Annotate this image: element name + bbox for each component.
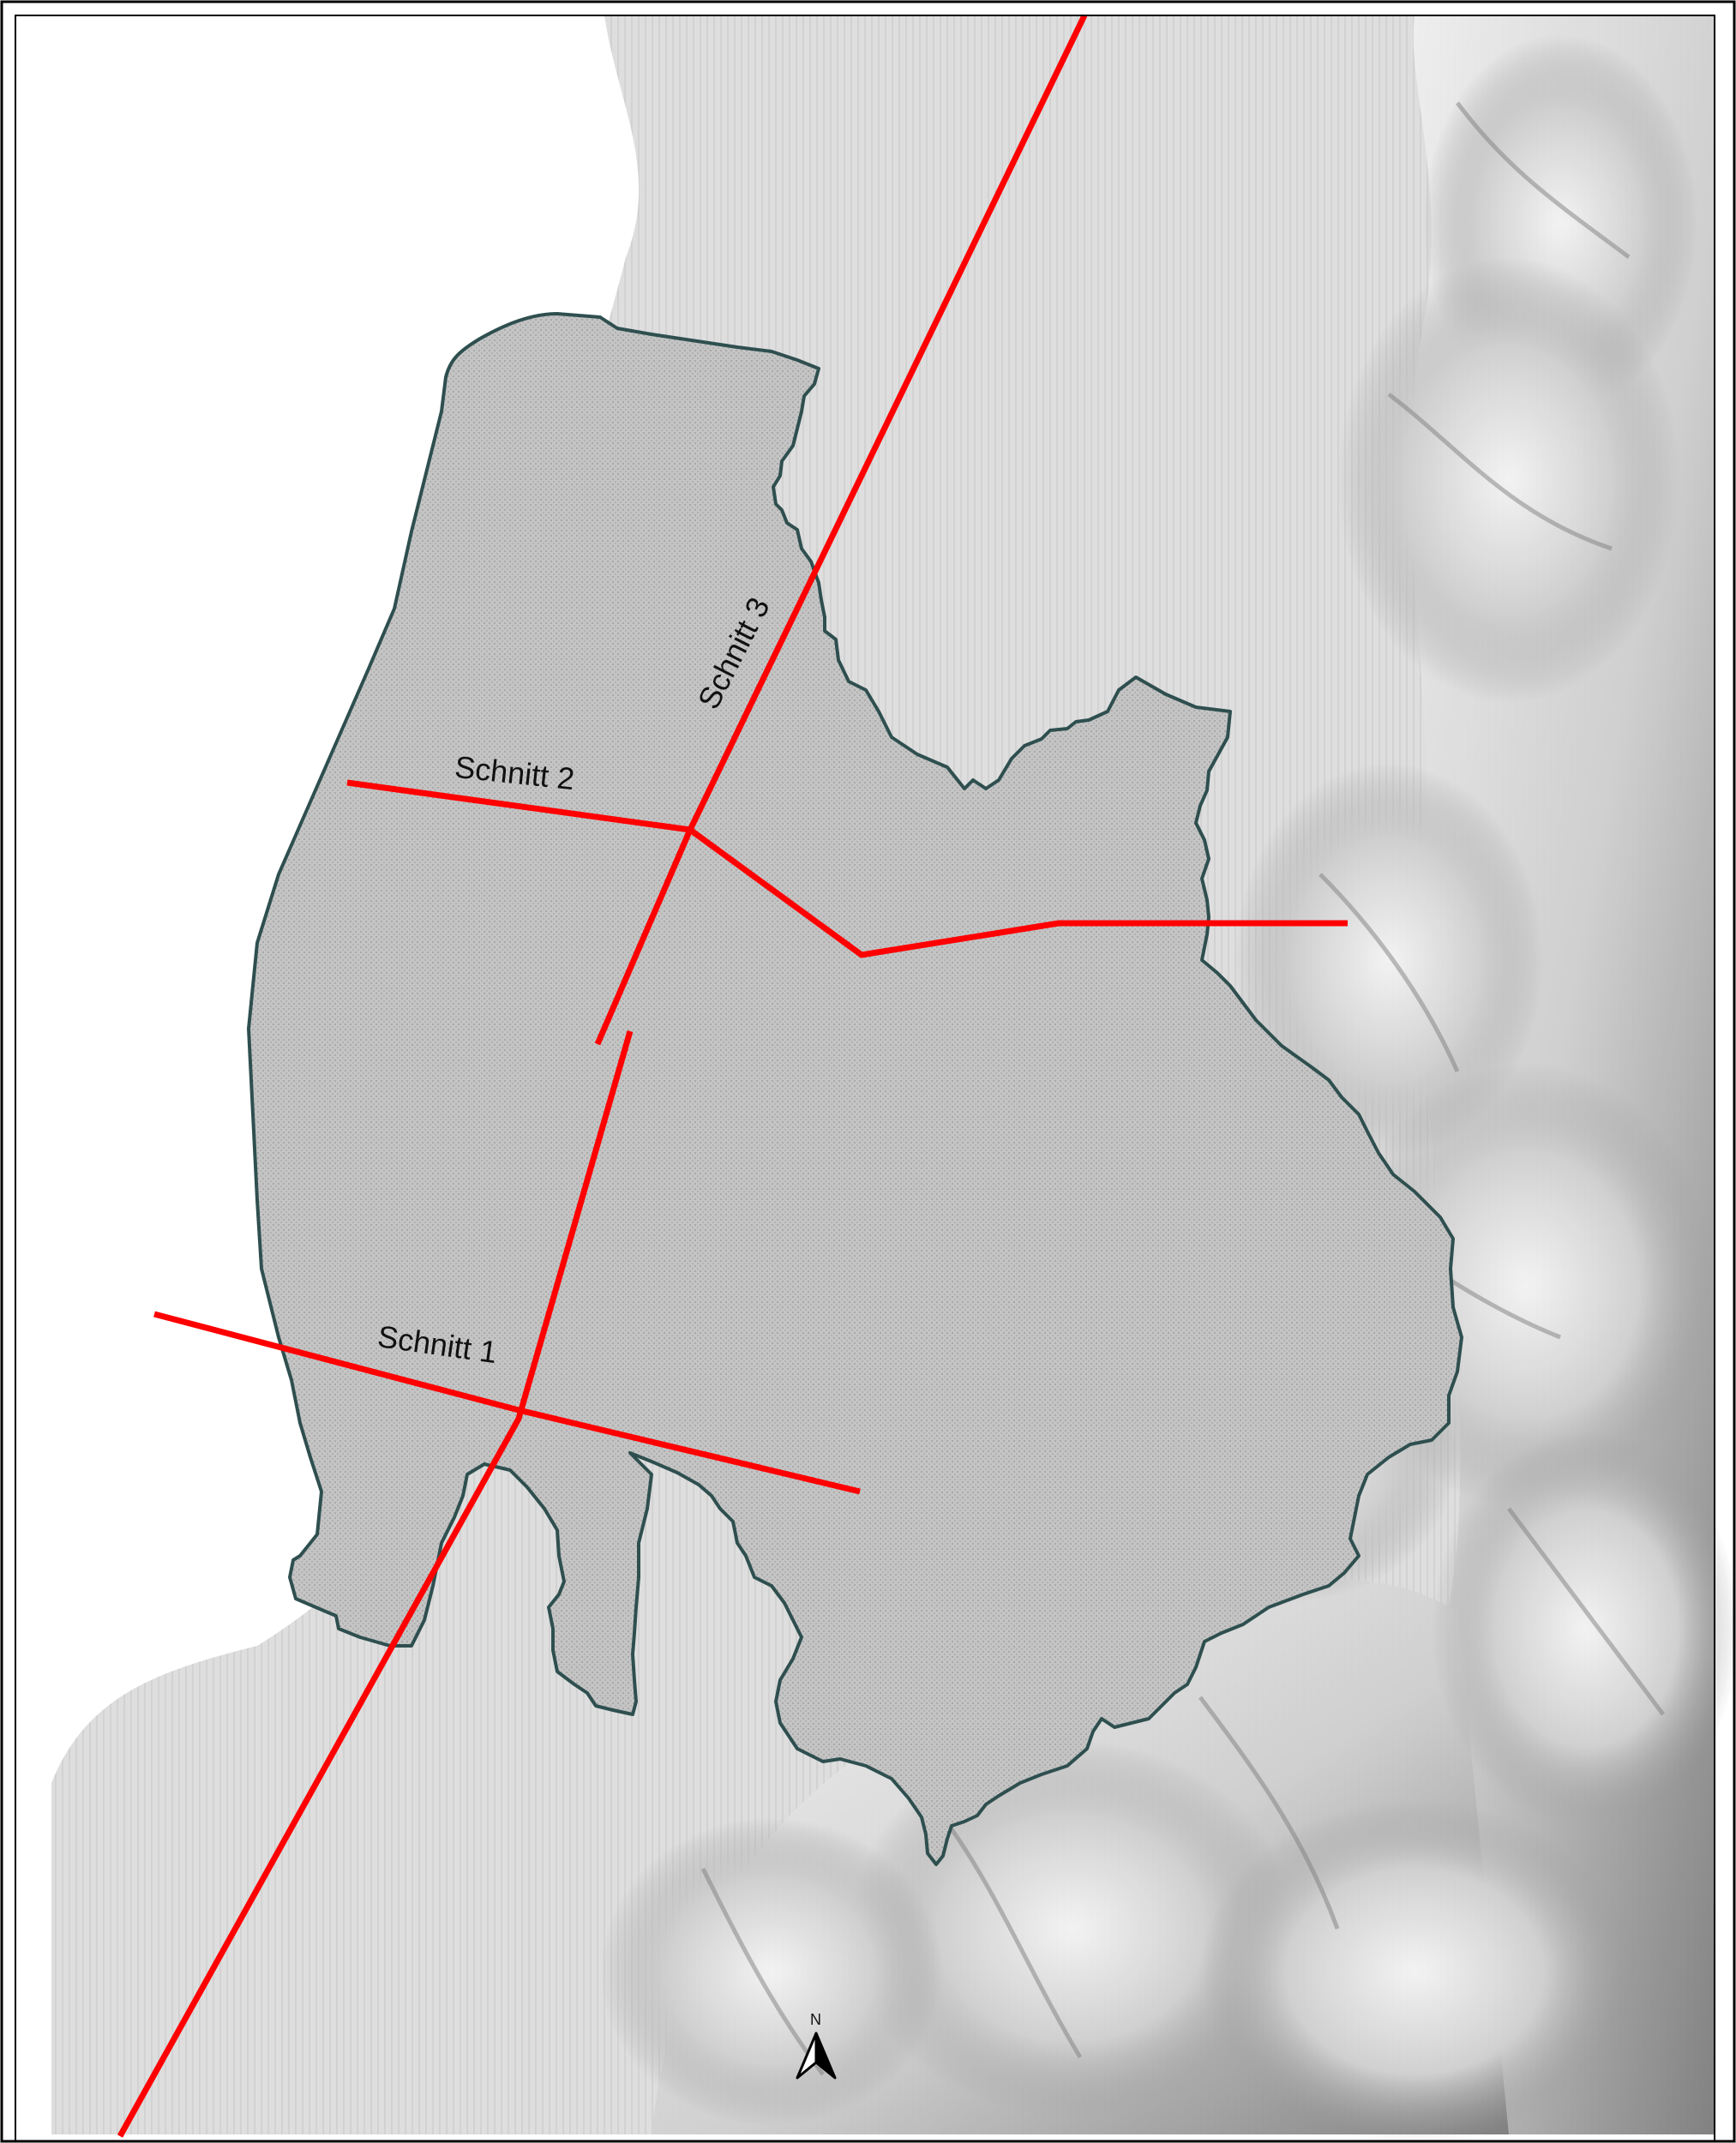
study-area-polygon xyxy=(247,312,1463,1866)
north-arrow-icon xyxy=(796,2032,837,2080)
map-inner-border xyxy=(15,15,1715,2142)
section-line-schnitt-3-south xyxy=(117,1030,634,2138)
north-arrow-label: N xyxy=(810,2011,821,2028)
section-line-schnitt-2 xyxy=(346,779,1348,958)
section-line-schnitt-3-north xyxy=(594,14,1088,1046)
north-arrow: N xyxy=(796,2011,837,2080)
